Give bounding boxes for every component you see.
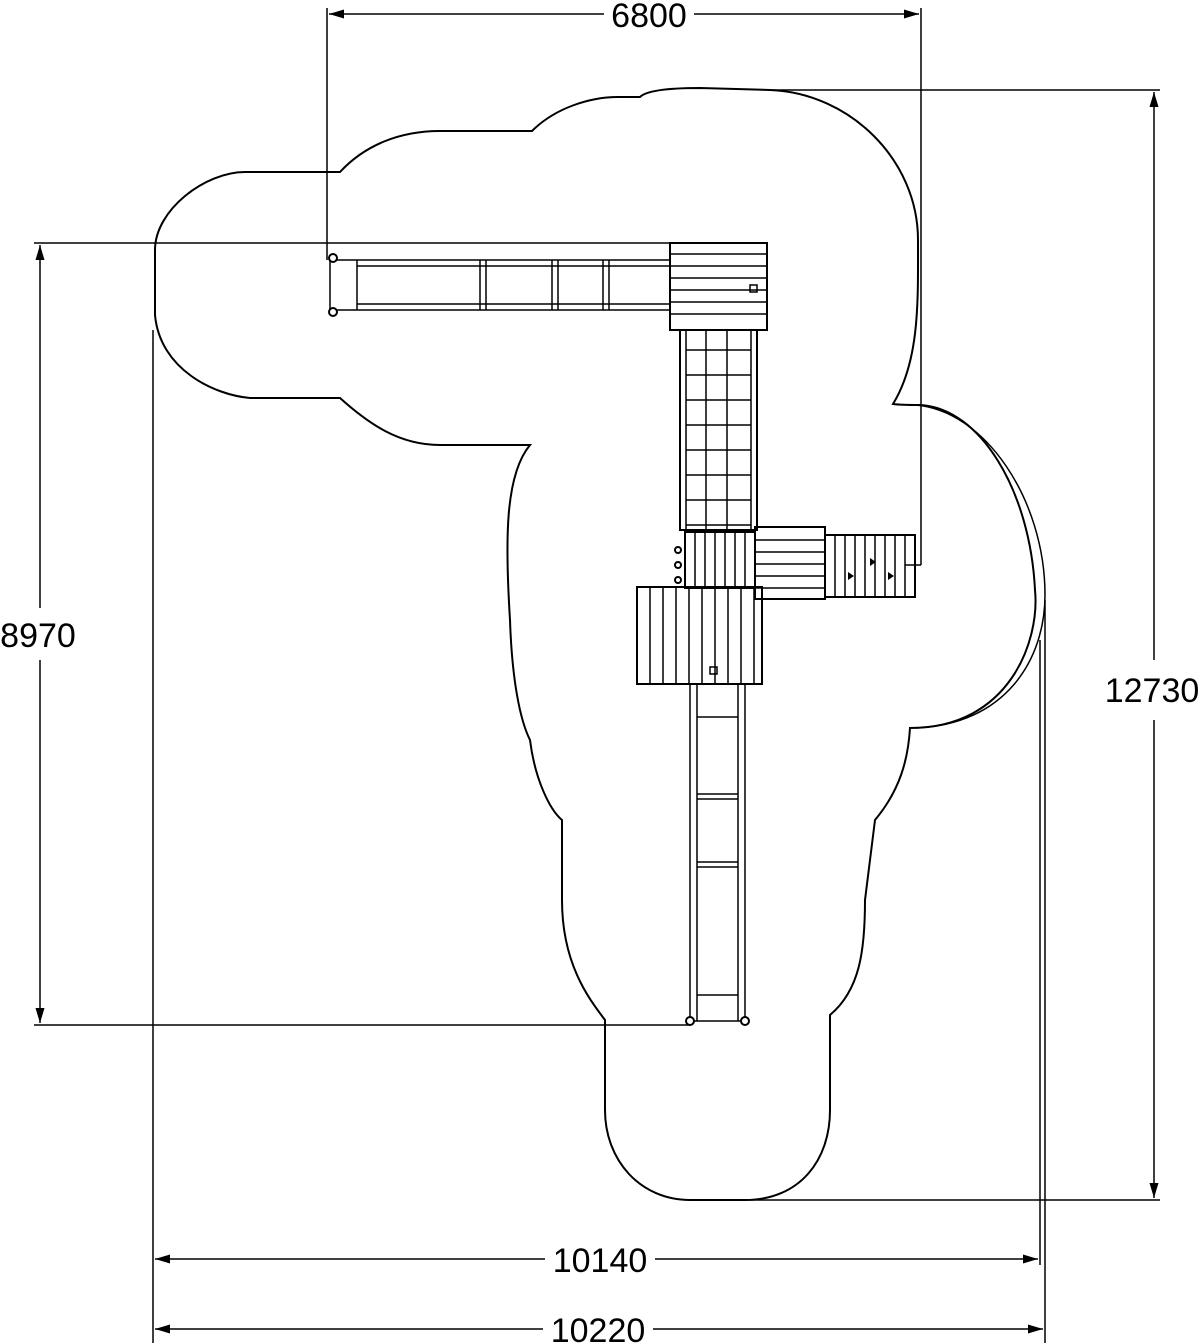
dimension-top-width: 6800 bbox=[326, 0, 922, 566]
dimension-label-left-height: 8970 bbox=[0, 617, 76, 655]
right-bridge bbox=[754, 526, 826, 600]
dimension-right-height: 12730 bbox=[745, 89, 1200, 1201]
climbing-grid bbox=[679, 329, 758, 531]
dimension-label-bottom-outer: 10220 bbox=[551, 1312, 646, 1343]
lower-platform bbox=[636, 586, 763, 685]
safety-zone-bulge-line bbox=[914, 404, 1046, 729]
bottom-slide bbox=[685, 683, 750, 1026]
dimension-left-height: 8970 bbox=[0, 242, 690, 1026]
top-slide bbox=[328, 253, 671, 317]
safety-zone-outline bbox=[154, 86, 1037, 1201]
central-platform bbox=[674, 531, 756, 589]
dimension-bottom-inner: 10140 bbox=[152, 330, 1046, 1343]
dimension-label-bottom-inner: 10140 bbox=[553, 1242, 648, 1280]
top-platform bbox=[669, 242, 768, 331]
dimension-label-right-height: 12730 bbox=[1105, 672, 1200, 710]
dimension-bottom-outer: 10220 bbox=[155, 1312, 1043, 1343]
dimension-label-top-width: 6800 bbox=[611, 0, 687, 35]
right-ramp bbox=[824, 534, 916, 598]
